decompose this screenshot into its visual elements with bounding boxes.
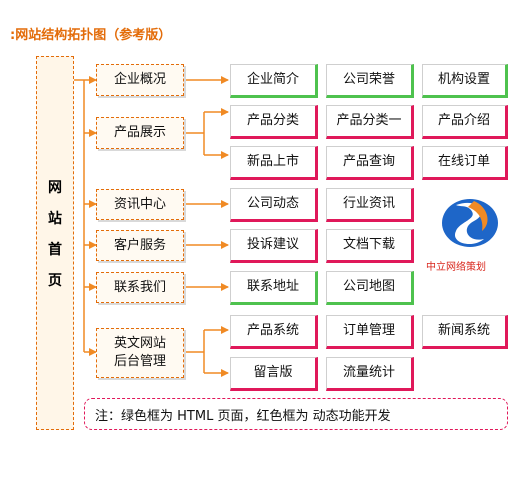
home-char: 站 (48, 211, 62, 227)
page-company-intro: 企业简介 (230, 64, 318, 98)
legend-note: 注：绿色框为 HTML 页面，红色框为 动态功能开发 (84, 398, 508, 430)
category-backend-line: 英文网站 (113, 336, 166, 351)
home-node: 网 站 首 页 (36, 56, 74, 430)
page-company-map: 公司地图 (326, 271, 414, 305)
page-new-products: 新品上市 (230, 146, 318, 180)
category-backend: 英文网站 后台管理 (96, 328, 184, 378)
page-product-intro: 产品介绍 (422, 105, 508, 139)
page-guestbook: 留言版 (230, 357, 318, 391)
home-label: 网 站 首 页 (37, 173, 73, 297)
category-about: 企业概况 (96, 64, 184, 96)
page-company-news: 公司动态 (230, 188, 318, 222)
page-product-category: 产品分类 (230, 105, 318, 139)
page-product-search: 产品查询 (326, 146, 414, 180)
page-industry-news: 行业资讯 (326, 188, 414, 222)
home-char: 首 (48, 242, 62, 258)
page-complaints: 投诉建议 (230, 229, 318, 263)
page-downloads: 文档下载 (326, 229, 414, 263)
page-company-honors: 公司荣誉 (326, 64, 414, 98)
category-products: 产品展示 (96, 117, 184, 149)
page-order-management: 订单管理 (326, 315, 414, 349)
page-contact-address: 联系地址 (230, 271, 318, 305)
diagram-title: :网站结构拓扑图（参考版） (10, 28, 172, 43)
category-contact: 联系我们 (96, 272, 184, 303)
home-char: 页 (48, 273, 62, 289)
page-online-order: 在线订单 (422, 146, 508, 180)
home-char: 网 (48, 180, 62, 196)
page-product-category-one: 产品分类一 (326, 105, 414, 139)
company-logo-text: 中立网络策划 (426, 262, 486, 273)
page-traffic-stats: 流量统计 (326, 357, 414, 391)
page-news-system: 新闻系统 (422, 315, 508, 349)
page-product-system: 产品系统 (230, 315, 318, 349)
company-logo-icon (442, 199, 498, 247)
page-org-structure: 机构设置 (422, 64, 508, 98)
category-backend-line: 后台管理 (113, 354, 166, 369)
category-service: 客户服务 (96, 230, 184, 261)
category-news: 资讯中心 (96, 189, 184, 220)
